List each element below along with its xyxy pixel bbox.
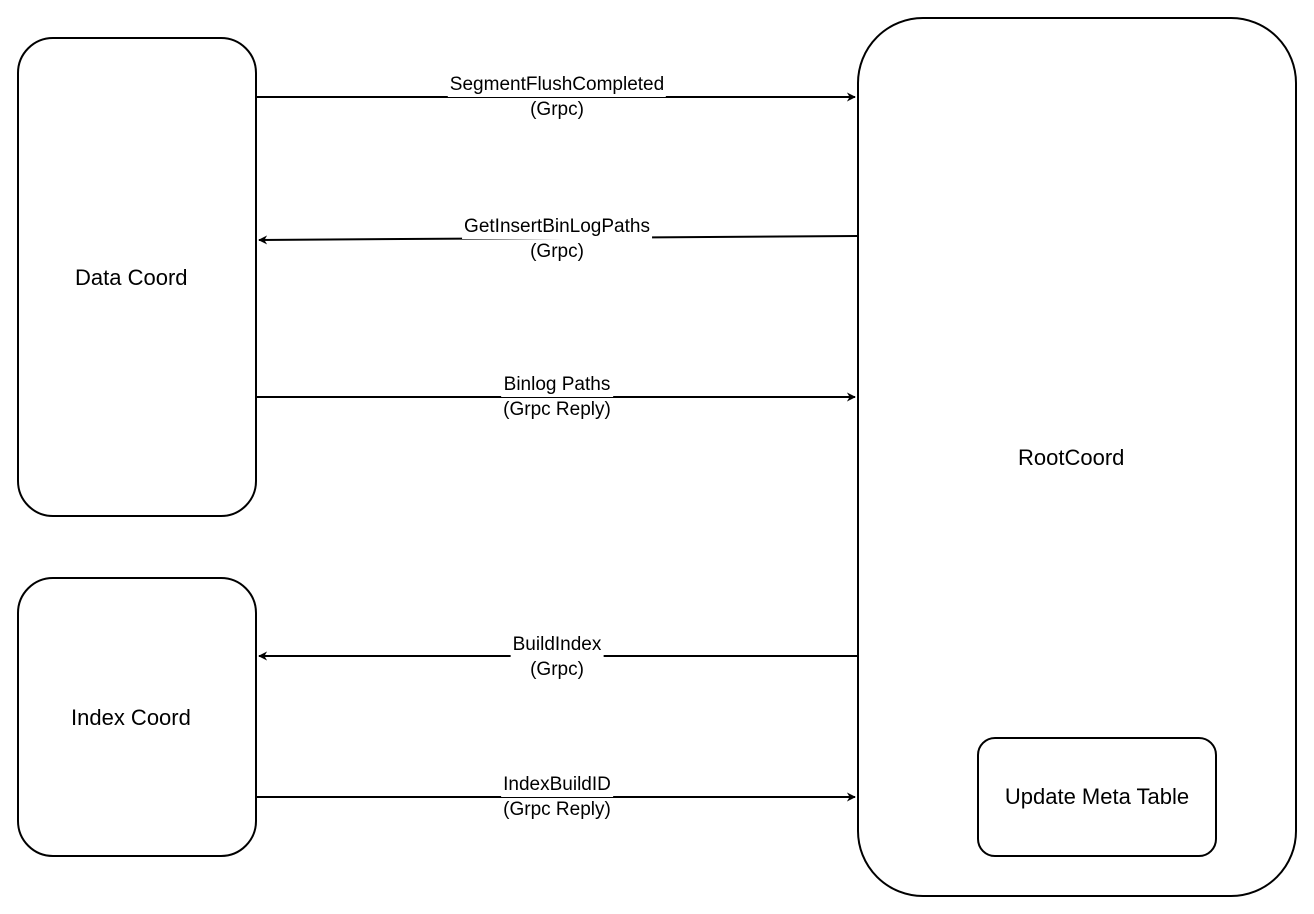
update-meta-table-label: Update Meta Table (1004, 784, 1190, 809)
edge-label-text: GetInsertBinLogPaths (462, 214, 652, 239)
edge-label-index-build-id: IndexBuildID (Grpc Reply) (501, 772, 613, 822)
edge-label-subtext: (Grpc) (530, 241, 584, 262)
edge-label-text: Binlog Paths (501, 372, 613, 397)
edge-label-subtext: (Grpc Reply) (503, 799, 611, 820)
edge-label-subtext: (Grpc) (530, 99, 584, 120)
index-coord-label: Index Coord (71, 705, 191, 730)
edge-label-segment-flush: SegmentFlushCompleted (Grpc) (447, 72, 667, 122)
root-coord-label: RootCoord (1018, 445, 1125, 470)
edge-label-text: SegmentFlushCompleted (447, 72, 667, 97)
index-coord-node (17, 577, 257, 857)
edge-label-binlog-paths: Binlog Paths (Grpc Reply) (501, 372, 613, 422)
edge-label-text: IndexBuildID (501, 772, 613, 797)
data-coord-node (17, 37, 257, 517)
edge-label-get-insert-binlog-paths: GetInsertBinLogPaths (Grpc) (462, 214, 652, 264)
edge-label-subtext: (Grpc) (530, 659, 584, 680)
edge-label-subtext: (Grpc Reply) (503, 399, 611, 420)
edge-label-text: BuildIndex (510, 632, 604, 657)
data-coord-label: Data Coord (75, 265, 188, 290)
edge-label-build-index: BuildIndex (Grpc) (510, 632, 604, 682)
update-meta-table-node: Update Meta Table (977, 737, 1217, 857)
